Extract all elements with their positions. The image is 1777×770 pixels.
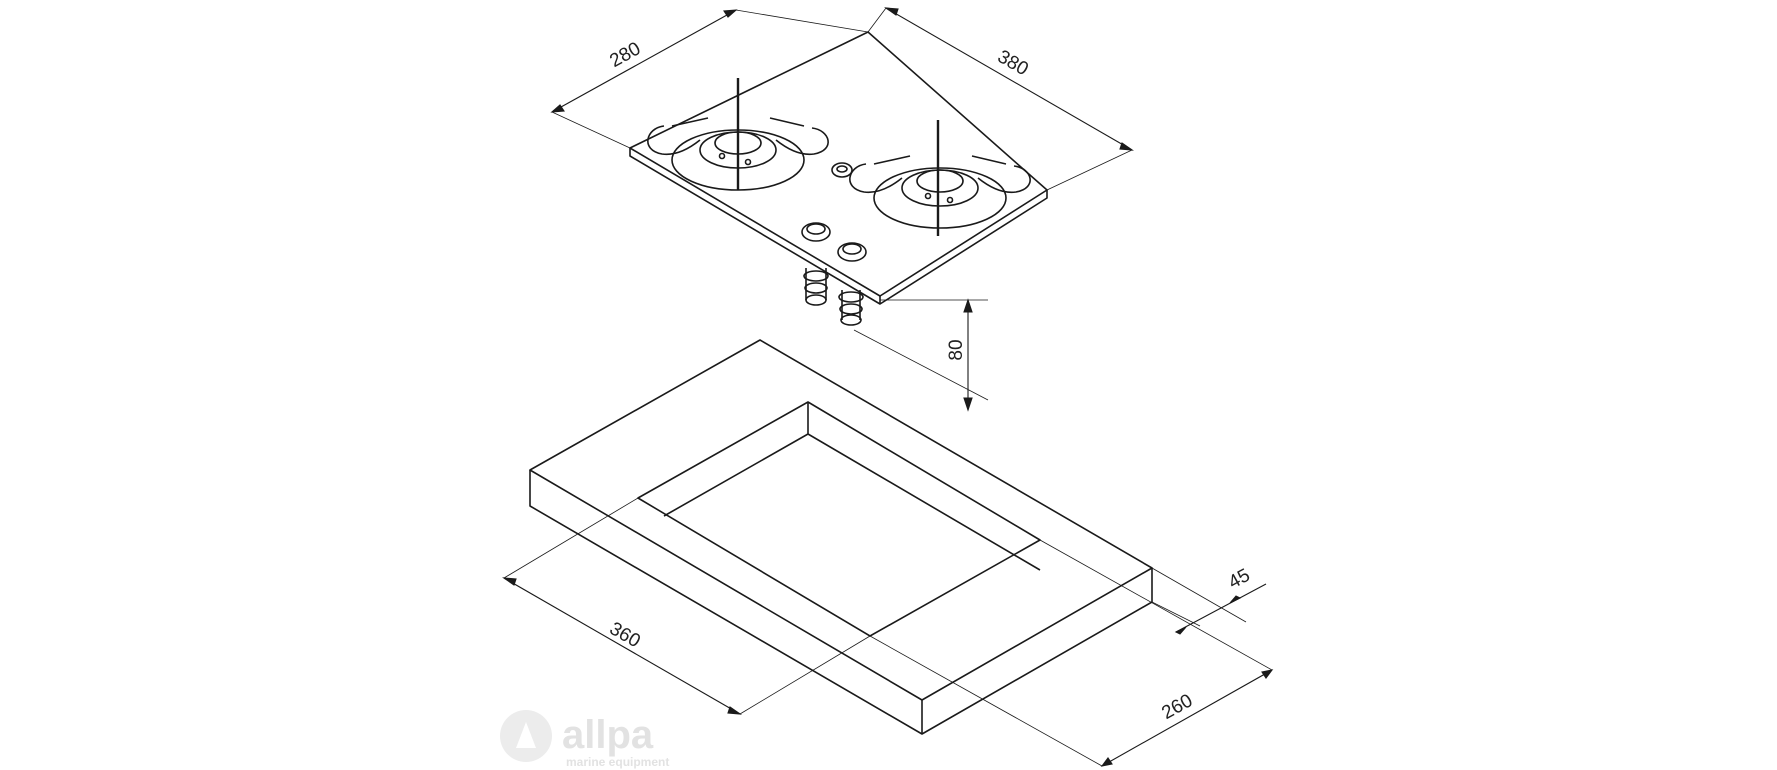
igniter-button [831,162,853,178]
burner-right [849,120,1031,236]
allpa-watermark: allpa marine equipment [500,710,669,769]
cutout-inner-wall [663,402,1041,571]
watermark-brand: allpa [562,713,654,757]
gas-valve-2 [838,290,864,326]
control-knob-1 [801,222,831,242]
hob-dimensions [550,7,1134,412]
dim-label-cutout-depth: 260 [1158,690,1196,724]
dim-label-hob-width: 380 [994,46,1032,80]
dim-label-counter-thickness: 45 [1225,565,1254,594]
watermark-tagline: marine equipment [566,755,669,769]
counter-dimensions [502,497,1274,767]
gas-valve-1 [803,268,829,306]
control-knob-2 [837,242,867,262]
counter-front-face [529,470,1153,735]
hob [629,31,1048,326]
countertop [529,339,1153,735]
cutout-opening [637,401,1041,637]
dim-label-hob-height: 80 [946,339,967,360]
dim-label-hob-depth: 280 [606,38,644,72]
dim-label-cutout-width: 360 [606,618,644,652]
burner-left [647,78,829,191]
